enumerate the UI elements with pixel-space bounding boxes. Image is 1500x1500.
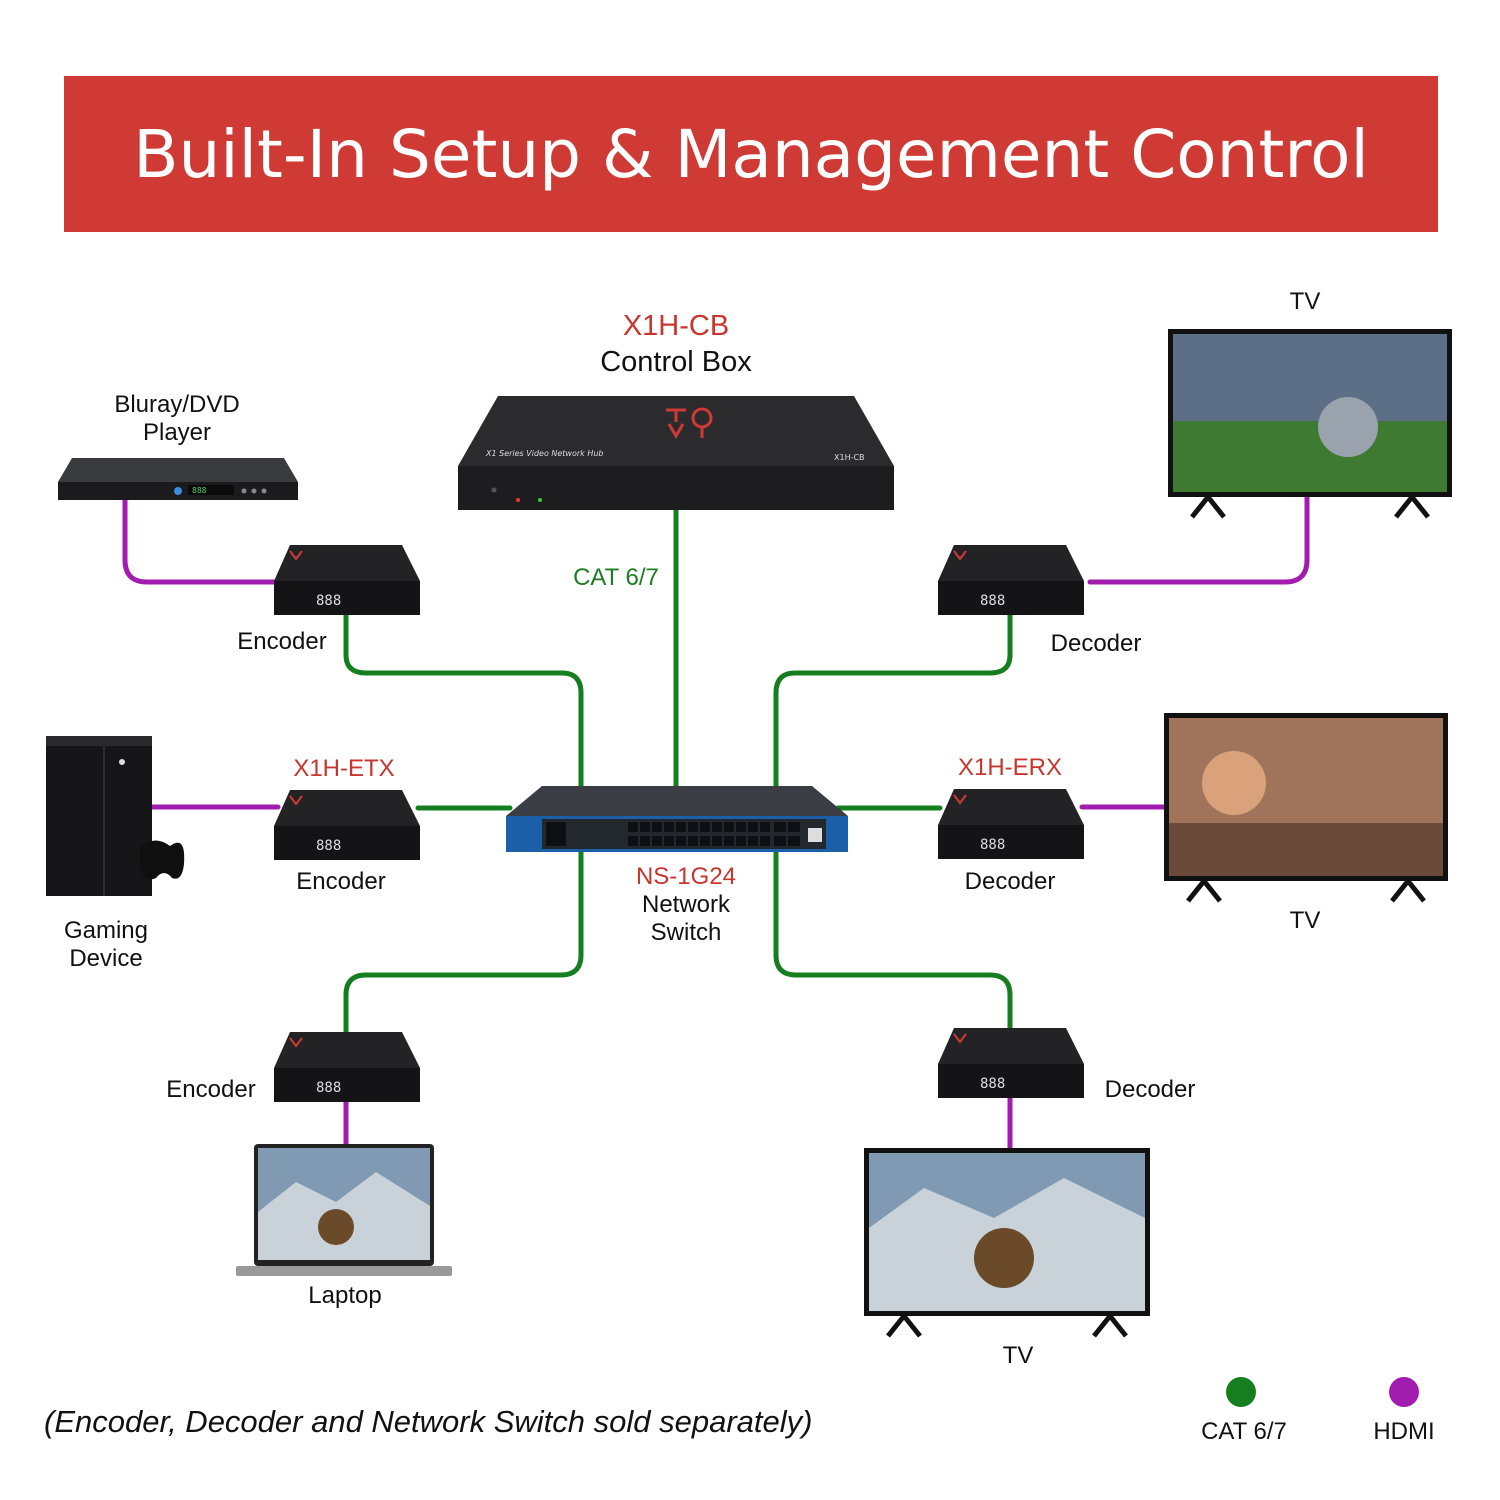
laptop-label: Laptop (308, 1282, 382, 1309)
cat-cable-decoder-bottom (773, 847, 1013, 1033)
footnote: (Encoder, Decoder and Network Switch sol… (44, 1404, 813, 1439)
tv-top-label: TV (1289, 288, 1321, 315)
controlbox-name: Control Box (600, 346, 752, 378)
tv-bottom-device (864, 1148, 1150, 1338)
control-box-device: X1 Series Video Network Hub X1H-CB (458, 396, 894, 510)
cat-cable-decoder-top (773, 609, 1013, 793)
decoder-top-display: 888 (980, 593, 1005, 609)
gaming-label-line2: Device (69, 945, 143, 972)
hdmi-cable-bluray (122, 497, 281, 585)
hdmi-cable-tv-top (1087, 489, 1310, 585)
switch-name-line1: Network (641, 891, 731, 918)
encoder-top-device: 888 (274, 545, 420, 615)
legend-cat-swatch (1226, 1377, 1256, 1407)
encoder-top-display: 888 (316, 593, 341, 609)
encoder-mid-device: 888 (274, 790, 420, 860)
gaming-label-line1: Gaming (63, 917, 149, 944)
bluray-player-device: 888 (58, 458, 298, 500)
page-title: Built-In Setup & Management Control (133, 115, 1369, 193)
decoder-bottom-label: Decoder (1104, 1076, 1196, 1103)
controlbox-model: X1H-CB (622, 310, 730, 342)
decoder-top-device: 888 (938, 545, 1084, 615)
laptop-device (236, 1144, 452, 1276)
switch-name-line2: Switch (650, 919, 722, 946)
switch-model: NS-1G24 (635, 863, 737, 890)
decoder-mid-label: Decoder (964, 868, 1056, 895)
tv-mid-device (1164, 713, 1448, 903)
decoder-top-label: Decoder (1050, 630, 1142, 657)
encoder-bottom-label: Encoder (166, 1076, 256, 1103)
decoder-model: X1H-ERX (957, 754, 1063, 781)
tv-bottom-label: TV (1002, 1342, 1034, 1369)
bluray-label-line2: Player (142, 419, 212, 446)
decoder-bottom-display: 888 (980, 1076, 1005, 1092)
encoder-bottom-display: 888 (316, 1080, 341, 1096)
encoder-model: X1H-ETX (293, 755, 395, 782)
encoder-top-label: Encoder (237, 628, 327, 655)
legend-hdmi-swatch (1389, 1377, 1419, 1407)
decoder-bottom-device: 888 (938, 1028, 1084, 1098)
tv-top-device (1168, 329, 1452, 519)
bluray-display-value: 888 (192, 486, 207, 495)
encoder-mid-display: 888 (316, 838, 341, 854)
encoder-bottom-device: 888 (274, 1032, 420, 1102)
cat-cable-encoder-top (343, 609, 584, 793)
controlbox-panel-text: X1 Series Video Network Hub (485, 449, 604, 458)
controlbox-panel-model: X1H-CB (834, 453, 865, 462)
cable-type-label: CAT 6/7 (573, 564, 659, 591)
encoder-mid-label: Encoder (296, 868, 386, 895)
legend-cat-label: CAT 6/7 (1201, 1418, 1287, 1445)
cat-cable-encoder-bottom (343, 847, 584, 1038)
decoder-mid-device: 888 (938, 789, 1084, 859)
network-switch-device (506, 786, 848, 852)
legend-hdmi-label: HDMI (1373, 1418, 1435, 1445)
tv-mid-label: TV (1289, 907, 1321, 934)
title-banner: Built-In Setup & Management Control (64, 76, 1438, 232)
decoder-mid-display: 888 (980, 837, 1005, 853)
bluray-label-line1: Bluray/DVD (114, 391, 240, 418)
gaming-console-device (46, 736, 185, 896)
